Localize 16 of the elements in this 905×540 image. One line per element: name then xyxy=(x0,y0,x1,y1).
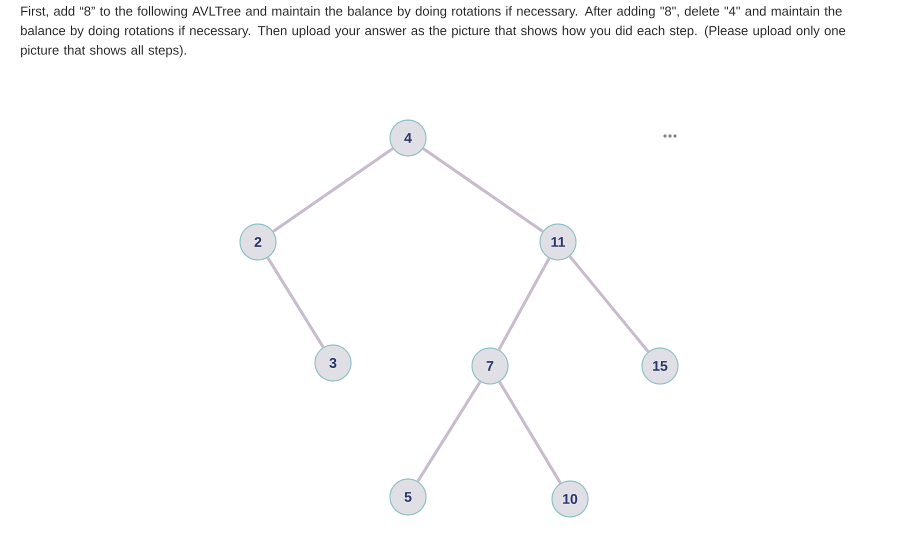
tree-edge xyxy=(568,255,650,353)
tree-edge xyxy=(422,147,544,233)
tree-node: 3 xyxy=(314,344,352,382)
tree-edge xyxy=(498,258,550,350)
tree-node: 15 xyxy=(641,347,679,385)
tree-node: 4 xyxy=(389,119,427,157)
tree-node: 7 xyxy=(471,347,509,385)
tree-node: 2 xyxy=(239,223,277,261)
tree-node: 5 xyxy=(389,478,427,516)
tree-edge xyxy=(498,381,562,484)
tree-edge xyxy=(416,380,482,482)
question-text: First, add “8” to the following AVLTree and maintain the balance by doing rotations if necessary. After adding "8", delete "4" and maintain the balance by doing rotations if necessary. Then upload your answer as the picture that shows how you did each step. (Please upload only one picture that shows all steps). xyxy=(21,6,846,58)
tree-edge xyxy=(272,147,394,233)
tree-node: 11 xyxy=(539,223,577,261)
tree-node: 10 xyxy=(551,480,589,518)
tree-edge xyxy=(266,257,324,348)
